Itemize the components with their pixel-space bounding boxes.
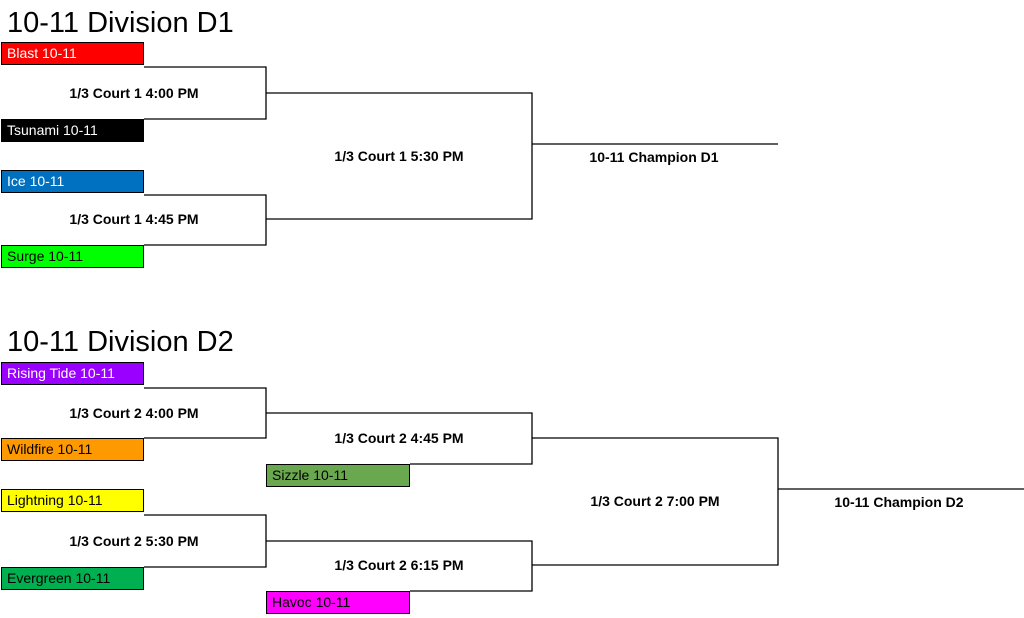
game-label: 1/3 Court 2 4:45 PM — [334, 430, 464, 446]
team-slot: Surge 10-11 — [1, 245, 144, 268]
team-slot: Evergreen 10-11 — [1, 567, 144, 590]
team-slot: Rising Tide 10-11 — [1, 362, 144, 385]
game-label: 1/3 Court 2 6:15 PM — [334, 557, 464, 573]
game-label: 1/3 Court 1 5:30 PM — [334, 148, 464, 164]
team-slot: Havoc 10-11 — [266, 591, 410, 614]
team-slot: Wildfire 10-11 — [1, 438, 144, 461]
team-slot: Sizzle 10-11 — [266, 464, 410, 487]
champion-label-d2: 10-11 Champion D2 — [834, 494, 964, 510]
game-label: 1/3 Court 2 4:00 PM — [69, 405, 199, 421]
game-label: 1/3 Court 2 7:00 PM — [590, 493, 720, 509]
d1-game2-connector — [144, 194, 267, 246]
division-title-d2: 10-11 Division D2 — [7, 326, 234, 358]
team-slot: Lightning 10-11 — [1, 489, 144, 512]
game-label: 1/3 Court 1 4:45 PM — [69, 211, 199, 227]
d2-game5-connector — [532, 437, 779, 566]
team-slot: Tsunami 10-11 — [1, 119, 144, 142]
d1-game3-connector — [266, 92, 533, 220]
d2-game4-connector — [266, 540, 533, 592]
game-label: 1/3 Court 2 5:30 PM — [69, 533, 199, 549]
game-label: 1/3 Court 1 4:00 PM — [69, 85, 199, 101]
champion-label-d1: 10-11 Champion D1 — [589, 149, 719, 165]
team-slot: Ice 10-11 — [1, 170, 144, 193]
team-slot: Blast 10-11 — [1, 42, 144, 65]
division-title-d1: 10-11 Division D1 — [7, 7, 234, 39]
